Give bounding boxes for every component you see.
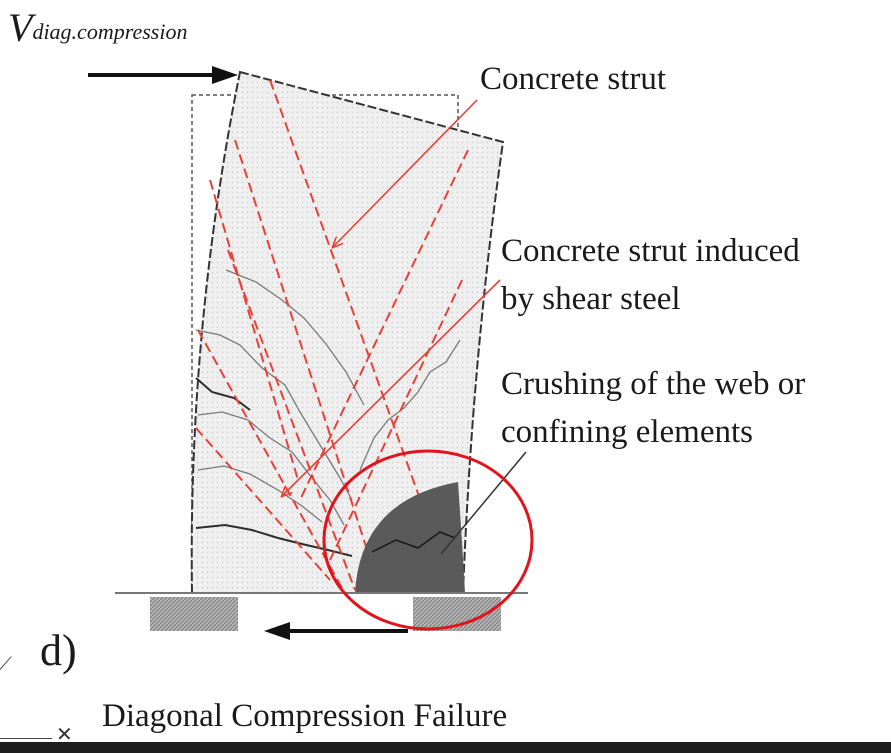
left-support — [150, 597, 238, 631]
label-crushing-line2: confining elements — [501, 414, 754, 450]
bottom-bar — [0, 742, 891, 753]
crack-lines — [195, 269, 461, 526]
major-cracks — [195, 377, 353, 557]
label-concrete-strut: Concrete strut — [480, 61, 667, 97]
arrow-left-icon — [264, 622, 408, 640]
figure-caption: Diagonal Compression Failure — [102, 698, 508, 734]
crushed-crack — [371, 531, 456, 553]
crushed-zone — [355, 482, 465, 593]
label-crushing-line1: Crushing of the web or — [501, 366, 806, 402]
highlight-circle — [322, 449, 534, 631]
baseline-stub — [0, 738, 52, 739]
corner-mark: ⟋ — [0, 652, 12, 676]
strut-lines-reverse — [299, 149, 469, 561]
panel-letter: d) — [40, 626, 77, 675]
force-symbol: V — [8, 5, 33, 50]
label-strut-shear-line1: Concrete strut induced — [501, 233, 800, 269]
force-subscript: diag.compression — [32, 19, 188, 44]
crushing-leader — [440, 451, 527, 555]
force-label: Vdiag.compression — [8, 4, 187, 51]
close-icon[interactable]: ✕ — [56, 722, 73, 746]
arrow-right-icon — [88, 66, 238, 84]
strut-lines — [195, 79, 441, 591]
leader-arrows — [282, 99, 501, 496]
label-strut-shear-line2: by shear steel — [501, 281, 681, 317]
